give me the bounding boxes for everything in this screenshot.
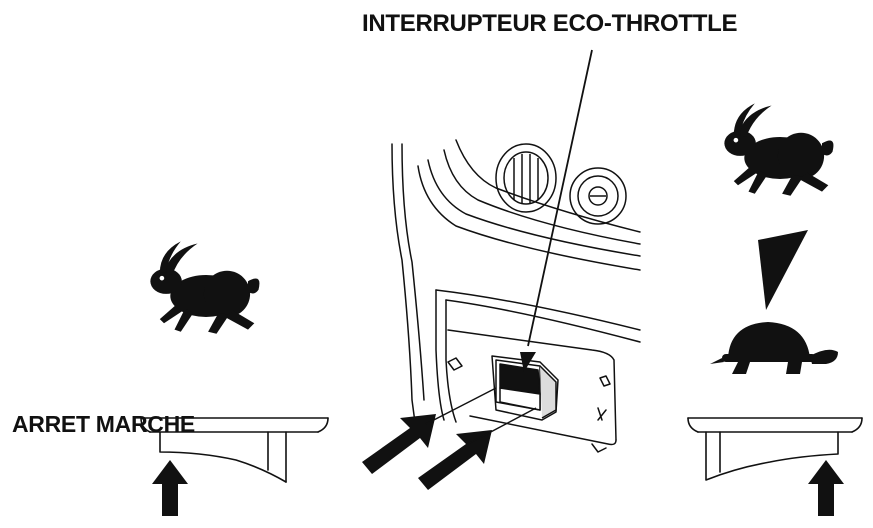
- left-fast-rabbit-icon: [150, 241, 260, 334]
- arret-marche-label: ARRET MARCHE: [12, 411, 195, 437]
- right-fast-rabbit-icon: [724, 103, 834, 196]
- eco-throttle-switch: [491, 355, 559, 421]
- right-slow-turtle-icon: [710, 322, 838, 374]
- left-up-arrow-icon: [152, 460, 188, 516]
- right-switch-housing: [687, 417, 863, 481]
- push-lines: [425, 387, 537, 445]
- choke-knob-icon: [569, 167, 627, 225]
- left-switch-housing: [140, 417, 329, 483]
- fuel-knob-icon: [495, 143, 557, 213]
- eco-throttle-title: INTERRUPTEUR ECO-THROTTLE: [362, 10, 738, 37]
- push-arrow-upper-icon: [362, 414, 436, 474]
- speed-wedge-icon: [758, 230, 808, 310]
- title-pointer: [520, 49, 593, 372]
- right-up-arrow-icon: [808, 460, 844, 516]
